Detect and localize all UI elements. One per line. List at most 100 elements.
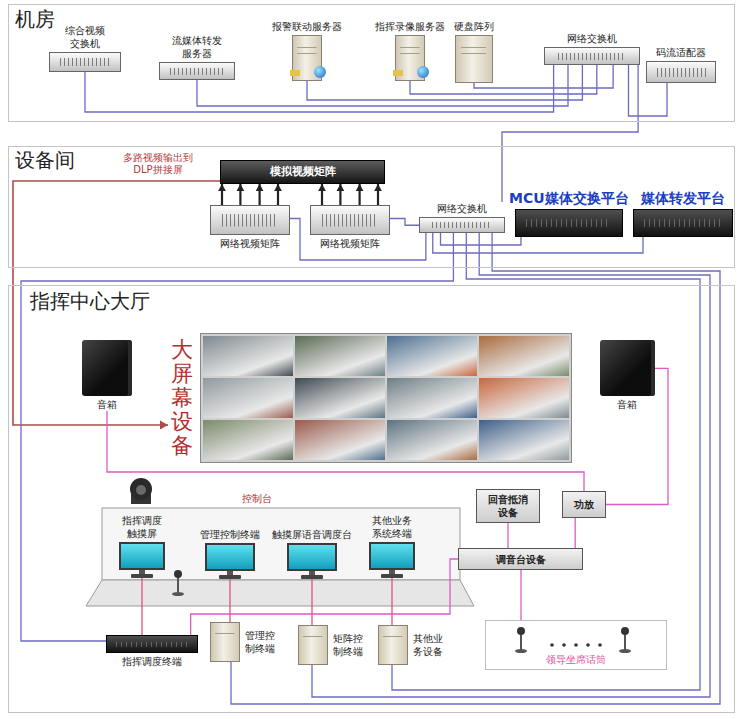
- device-node: 网络视频矩阵: [310, 205, 390, 250]
- zone-title: 机房: [15, 7, 55, 31]
- device-label: 网络交换机: [437, 202, 487, 215]
- device-node: 其他业务设备: [378, 625, 444, 665]
- device-label: 管理控制终端: [244, 629, 276, 655]
- server-icon: [395, 35, 425, 81]
- connector: [474, 65, 613, 88]
- device-node: 触摸屏语音调度台: [272, 528, 352, 579]
- device-label: 调音台设备: [496, 553, 546, 566]
- video-tile: [479, 336, 569, 376]
- video-tile: [295, 336, 385, 376]
- device-label: 模拟视频矩阵: [270, 165, 336, 179]
- mic-panel: 领导坐席话筒: [485, 620, 667, 670]
- rack-icon: [310, 205, 390, 235]
- tower-icon: [378, 625, 408, 665]
- connector: [307, 65, 582, 100]
- video-tile: [387, 420, 477, 460]
- video-tile: [295, 420, 385, 460]
- rack-icon: [646, 61, 716, 83]
- connector: [521, 570, 522, 620]
- device-label: 指挥调度触摸屏: [120, 514, 164, 540]
- connector: [374, 184, 382, 205]
- wire: [410, 65, 597, 94]
- device-label: 其他业务系统终端: [370, 514, 414, 540]
- monitor-icon: [369, 542, 415, 578]
- video-tile: [203, 420, 293, 460]
- video-tile: [203, 378, 293, 418]
- wire: [141, 578, 142, 635]
- leader-microphones: [515, 627, 631, 653]
- arrow-head: [318, 184, 326, 191]
- zone-title: 指挥中心大厅: [30, 289, 150, 313]
- video-tile: [479, 378, 569, 418]
- console-desk: 控制台指挥调度触摸屏管理控制终端触摸屏语音调度台 其他业务系统终端: [82, 492, 474, 610]
- device-label: 指挥录像服务器: [375, 20, 445, 33]
- device-label: 领导坐席话筒: [546, 653, 606, 666]
- connector: [318, 184, 326, 205]
- connector: [237, 184, 245, 205]
- device-node: 流媒体转发服务器: [159, 34, 235, 80]
- device-label: 报警联动服务器: [272, 20, 342, 33]
- connector: [337, 184, 345, 205]
- connector: [575, 518, 576, 548]
- video-tile: [479, 420, 569, 460]
- device-label: 触摸屏语音调度台: [272, 528, 352, 541]
- connector: [142, 578, 143, 635]
- device-label: 功放: [574, 498, 594, 511]
- wire: [575, 518, 576, 548]
- device-label: 硬盘阵列: [454, 20, 494, 33]
- device-label: 媒体转发平台: [641, 190, 725, 207]
- wire: [474, 65, 613, 88]
- arrow-head: [160, 421, 168, 430]
- wire: [520, 570, 521, 620]
- video-tile: [295, 378, 385, 418]
- network-globe: [417, 66, 429, 78]
- wire: [391, 578, 392, 625]
- device-box: 调音台设备: [458, 548, 583, 570]
- device-box: 回音抵消设备: [476, 489, 540, 523]
- device-node: 其他业务系统终端: [369, 514, 415, 578]
- device-label: 音箱: [97, 398, 117, 411]
- status-tag: [393, 70, 403, 76]
- monitor-screen: [287, 543, 337, 571]
- device-node: 网络视频矩阵: [210, 205, 290, 250]
- video-tile: [387, 378, 477, 418]
- server-icon: [292, 35, 322, 81]
- device-node: 管理控制终端: [210, 622, 276, 662]
- arrow-head: [256, 184, 264, 191]
- black-icon: [633, 209, 733, 237]
- video-wall: 大屏幕设备: [168, 333, 572, 463]
- device-label: 码流适配器: [656, 46, 706, 59]
- connector: [356, 184, 364, 205]
- wire: [312, 233, 710, 697]
- wire: [507, 523, 508, 548]
- zone-band: 机房综合视频交换机流媒体转发服务器报警联动服务器指挥录像服务器硬盘阵列网络交换机…: [8, 4, 735, 122]
- monitor-screen: [369, 542, 415, 570]
- wire: [311, 579, 312, 625]
- device-node: MCU媒体交换平台: [509, 190, 629, 237]
- black-icon: [106, 635, 198, 653]
- rack-icon: [210, 205, 290, 235]
- video-tile: [387, 336, 477, 376]
- arrow-head: [337, 184, 345, 191]
- device-label: 回音抵消设备: [486, 493, 530, 519]
- rack-icon: [419, 217, 505, 233]
- device-node: 硬盘阵列: [454, 20, 494, 83]
- device-label: 网络视频矩阵: [220, 237, 280, 250]
- device-node: 矩阵控制终端: [298, 625, 364, 665]
- tower-icon: [455, 35, 493, 83]
- video-tile: [203, 336, 293, 376]
- device-node: 指挥调度触摸屏: [119, 514, 165, 578]
- device-label: 管理控制终端: [200, 528, 260, 541]
- console-label: 控制台: [242, 492, 272, 505]
- device-label: 综合视频交换机: [63, 24, 107, 50]
- desk-surface: [86, 580, 474, 606]
- wire: [441, 233, 521, 245]
- speaker-icon: [600, 340, 655, 396]
- connector: [390, 219, 419, 226]
- device-label: 矩阵控制终端: [332, 632, 364, 658]
- device-label: MCU媒体交换平台: [509, 190, 629, 207]
- connector: [256, 184, 264, 205]
- monitor-base: [219, 575, 241, 579]
- device-box: 模拟视频矩阵: [220, 160, 385, 184]
